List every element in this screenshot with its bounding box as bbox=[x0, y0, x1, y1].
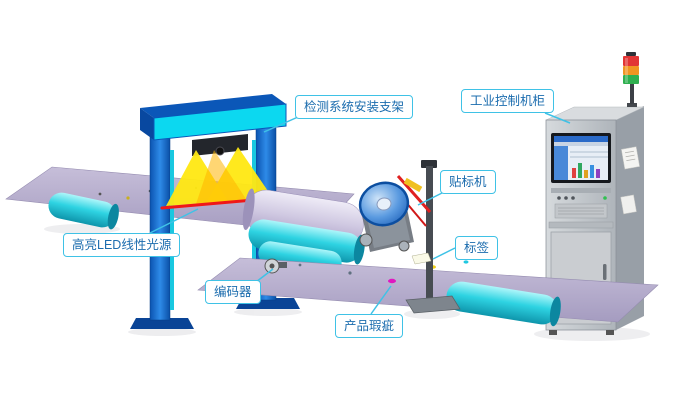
callout-tag: 标签 bbox=[455, 236, 499, 261]
callout-labeler: 贴标机 bbox=[440, 170, 496, 195]
leader-cabinet bbox=[544, 112, 571, 124]
labeler-base bbox=[405, 295, 461, 314]
line-scan-camera bbox=[192, 134, 248, 156]
callout-encoder: 编码器 bbox=[205, 280, 261, 305]
leader-bracket bbox=[263, 116, 299, 133]
leader-defect bbox=[370, 285, 392, 315]
gantry-beam-top bbox=[140, 94, 286, 118]
guide-roller-2 bbox=[398, 240, 410, 252]
right-outfeed-roller bbox=[446, 281, 561, 327]
callout-bracket-label: 检测系统安装支架 bbox=[304, 100, 405, 114]
cabinet-monitor bbox=[551, 133, 611, 183]
gantry-left-post bbox=[149, 125, 171, 321]
signal-tower-light bbox=[623, 52, 639, 107]
callout-defect: 产品瑕疵 bbox=[335, 314, 404, 339]
leader-labeler bbox=[417, 191, 445, 206]
callout-leader-lines bbox=[149, 112, 571, 315]
leader-encoder bbox=[255, 268, 274, 283]
tower-red-light bbox=[623, 56, 639, 66]
tower-green-light bbox=[623, 75, 639, 84]
light-projection-cones bbox=[160, 147, 278, 210]
labeler-yellow-part bbox=[403, 177, 423, 193]
gantry-beam-front bbox=[153, 103, 287, 141]
callout-tag-label: 标签 bbox=[464, 241, 490, 255]
labeler-pole bbox=[426, 166, 433, 306]
labeler-red-brace bbox=[396, 175, 432, 213]
cabinet-side-sticker bbox=[621, 146, 640, 170]
applied-label-tag bbox=[411, 252, 432, 265]
gantry-beam-end bbox=[140, 108, 154, 140]
callout-bracket: 检测系统安装支架 bbox=[295, 95, 414, 120]
callout-led: 高亮LED线性光源 bbox=[63, 233, 181, 258]
callout-encoder-label: 编码器 bbox=[214, 285, 252, 299]
cabinet-vent-drawer bbox=[554, 203, 608, 219]
encoder-device bbox=[264, 258, 287, 274]
cabinet-keyboard-tray bbox=[548, 221, 614, 229]
label-roll-disc bbox=[358, 181, 410, 227]
callout-led-label: 高亮LED线性光源 bbox=[72, 238, 172, 252]
guide-roller-1 bbox=[359, 233, 373, 247]
gantry-left-foot bbox=[130, 318, 194, 329]
leader-tag bbox=[432, 247, 456, 260]
left-infeed-roller bbox=[48, 192, 119, 230]
cabinet-buttons bbox=[557, 196, 607, 200]
callout-labeler-label: 贴标机 bbox=[449, 175, 487, 189]
cabinet-side-sticker-2 bbox=[620, 194, 637, 215]
leader-led bbox=[149, 208, 199, 234]
product-defect-mark bbox=[388, 278, 396, 284]
led-bar-left bbox=[170, 150, 174, 310]
camera-lens-icon bbox=[215, 146, 225, 156]
labeling-machine bbox=[358, 160, 461, 314]
callout-cabinet: 工业控制机柜 bbox=[461, 89, 555, 114]
door-handle bbox=[603, 264, 607, 280]
callout-defect-label: 产品瑕疵 bbox=[344, 319, 395, 333]
callout-cabinet-label: 工业控制机柜 bbox=[470, 94, 546, 108]
tower-orange-light bbox=[623, 66, 639, 75]
